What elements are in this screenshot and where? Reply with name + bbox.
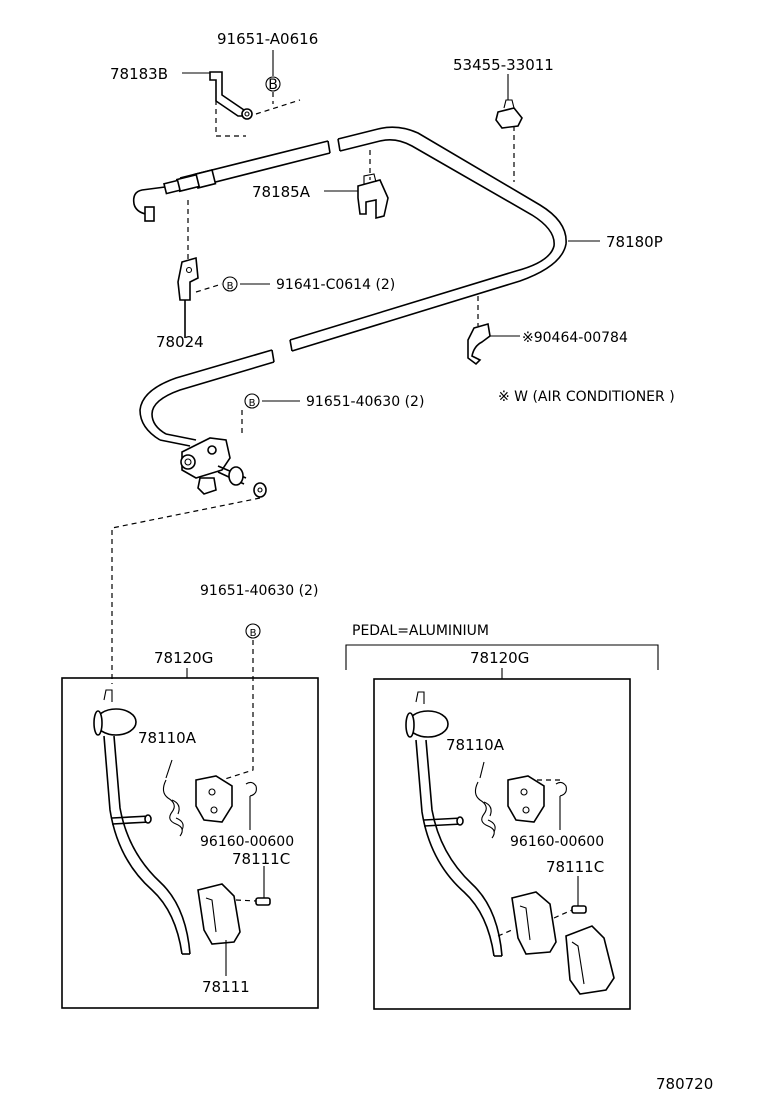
label-pedal-aluminium: PEDAL=ALUMINIUM	[352, 623, 489, 639]
label-91641-C0614: 91641-C0614 (2)	[276, 277, 395, 293]
clamp-78185A	[357, 173, 389, 220]
left-pin-78111C	[255, 897, 271, 906]
right-return-spring-78110A	[474, 781, 496, 839]
left-clip-96160	[245, 781, 257, 797]
bolt-marker-91641: B	[222, 276, 238, 292]
bolt-marker-91651-mid: B	[245, 623, 261, 639]
right-pedal-pad-inner	[511, 891, 557, 955]
right-accelerator-pedal-arm	[405, 691, 503, 957]
svg-text:B: B	[249, 398, 256, 409]
left-pedal-bracket	[195, 775, 233, 823]
label-91651-40630-mid: 91651-40630 (2)	[200, 583, 318, 599]
left-accelerator-pedal-arm	[93, 689, 191, 955]
bolt-marker-top: B	[265, 76, 281, 93]
aluminium-bracket-line	[345, 644, 659, 670]
label-78185A: 78185A	[252, 183, 311, 201]
throttle-linkage-assembly	[180, 437, 267, 498]
dashed-leaders-right-box	[479, 761, 579, 937]
right-clip-96160	[555, 781, 567, 797]
clip-53455-33011	[495, 99, 523, 129]
cable-end-fitting	[132, 169, 217, 222]
label-78024: 78024	[156, 333, 204, 351]
label-78110A-right: 78110A	[446, 736, 505, 754]
svg-text:B: B	[250, 628, 257, 639]
label-78120G-right: 78120G	[470, 649, 529, 667]
right-pedal-pad-aluminium	[565, 925, 615, 995]
label-78120G-left: 78120G	[154, 649, 213, 667]
label-78183B: 78183B	[110, 65, 168, 83]
label-78180P: 78180P	[606, 233, 663, 251]
label-53455-33011: 53455-33011	[453, 56, 554, 74]
label-leaders	[182, 50, 600, 402]
right-pin-78111C	[571, 905, 587, 914]
bolt-marker-91651-top: B	[244, 393, 260, 409]
svg-text:B: B	[227, 281, 234, 292]
label-96160-00600-left: 96160-00600	[200, 834, 294, 850]
right-pedal-bracket	[507, 775, 545, 823]
dashed-leaders-left-box	[165, 640, 265, 976]
left-pedal-pad-78111	[197, 883, 241, 945]
dashed-leaders-top	[111, 92, 515, 684]
figure-number: 780720	[656, 1075, 713, 1093]
left-pedal-box	[61, 677, 319, 1009]
label-78111C-right: 78111C	[546, 858, 604, 876]
label-90464-00784: ※90464-00784	[522, 330, 628, 346]
bracket-78024	[177, 256, 199, 338]
label-78111C-left: 78111C	[232, 850, 290, 868]
label-91651-40630-top: 91651-40630 (2)	[306, 394, 424, 410]
clamp-90464-00784	[467, 322, 491, 366]
note-w-air-conditioner: ※ W (AIR CONDITIONER )	[498, 389, 675, 405]
left-return-spring-78110A	[162, 779, 184, 837]
label-78110A-left: 78110A	[138, 729, 197, 747]
svg-text:B: B	[268, 77, 278, 93]
bracket-78183B	[209, 71, 253, 120]
label-96160-00600-right: 96160-00600	[510, 834, 604, 850]
label-91651-A0616: 91651-A0616	[217, 30, 318, 48]
label-78111: 78111	[202, 978, 250, 996]
